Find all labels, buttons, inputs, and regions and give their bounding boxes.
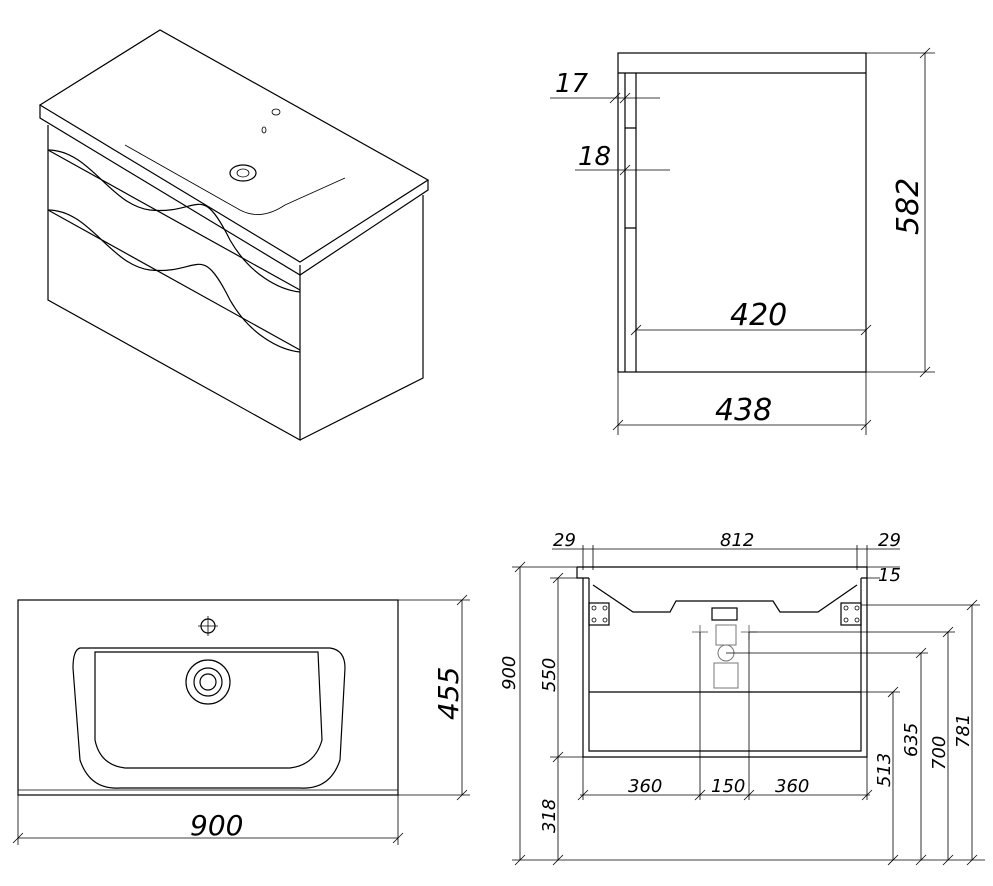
side-view: 17 18 420 438 582: [550, 47, 935, 435]
siphon-icon: [692, 624, 757, 689]
dim-318: 318: [539, 799, 560, 833]
dim-438: 438: [715, 393, 772, 428]
dim-550: 550: [539, 658, 560, 692]
dim-360-right: 360: [775, 776, 809, 797]
dim-635: 635: [901, 723, 922, 757]
dim-582: 582: [891, 178, 926, 235]
drain-icon: [229, 164, 257, 182]
dim-17: 17: [555, 69, 589, 99]
dim-29-right: 29: [878, 530, 901, 551]
dim-700: 700: [929, 736, 950, 770]
dim-900: 900: [190, 809, 243, 842]
dim-420: 420: [730, 298, 787, 333]
mount-bracket-left: [588, 602, 610, 626]
front-view: 29 812 29 15 360 150 360 900 550 318 513…: [499, 530, 985, 866]
mount-bracket-right: [840, 602, 862, 626]
dim-360-left: 360: [628, 776, 662, 797]
dim-513: 513: [874, 753, 895, 787]
dim-781: 781: [953, 714, 974, 748]
dim-812: 812: [720, 530, 754, 551]
dim-900-height: 900: [499, 656, 520, 690]
dim-15: 15: [878, 565, 901, 586]
drain-icon: [185, 659, 231, 705]
dim-150: 150: [711, 776, 745, 797]
dim-18: 18: [578, 142, 611, 172]
isometric-view: [38, 29, 430, 442]
top-view: 900 455: [12, 594, 470, 845]
dim-455: 455: [432, 667, 465, 720]
dim-29-left: 29: [553, 530, 576, 551]
